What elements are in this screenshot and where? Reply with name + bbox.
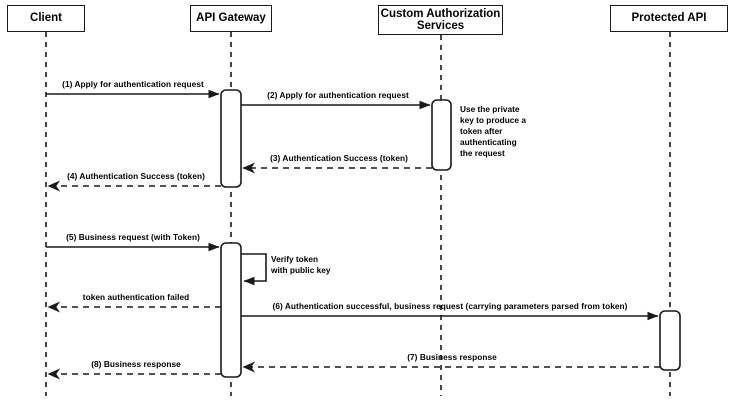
message-label-token-auth-failed: token authentication failed [82, 292, 190, 302]
activation-api-gateway-business [220, 242, 242, 378]
participant-box-client[interactable]: Client [7, 5, 85, 32]
participant-box-protected-api[interactable]: Protected API [610, 5, 728, 32]
message-label-5: (5) Business request (with Token) [66, 232, 200, 242]
message-label-8: (8) Business response [91, 359, 181, 369]
message-label-2: (2) Apply for authentication request [267, 90, 409, 100]
participant-box-api-gateway[interactable]: API Gateway [190, 5, 272, 32]
self-call-verify-token [241, 253, 267, 286]
participant-label-client: Client [30, 12, 62, 25]
message-label-4: (4) Authentication Success (token) [67, 171, 205, 181]
participant-label-protected-api: Protected API [631, 12, 707, 25]
activation-custom-auth [431, 99, 452, 171]
message-label-1: (1) Apply for authentication request [62, 79, 204, 89]
participant-box-custom-authorization-services[interactable]: Custom Authorization Services [378, 5, 503, 35]
activation-protected-api [659, 310, 681, 371]
message-label-6: (6) Authentication successful, business … [272, 301, 628, 311]
participant-label-custom-authorization-services: Custom Authorization Services [380, 7, 501, 33]
message-label-7: (7) Business response [407, 352, 497, 362]
message-label-3: (3) Authentication Success (token) [270, 153, 408, 163]
self-call-label-verify-token: Verify token with public key [271, 254, 331, 275]
participant-label-api-gateway: API Gateway [196, 12, 266, 25]
note-private-key: Use the private key to produce a token a… [460, 104, 526, 158]
activation-api-gateway-auth [220, 89, 242, 188]
